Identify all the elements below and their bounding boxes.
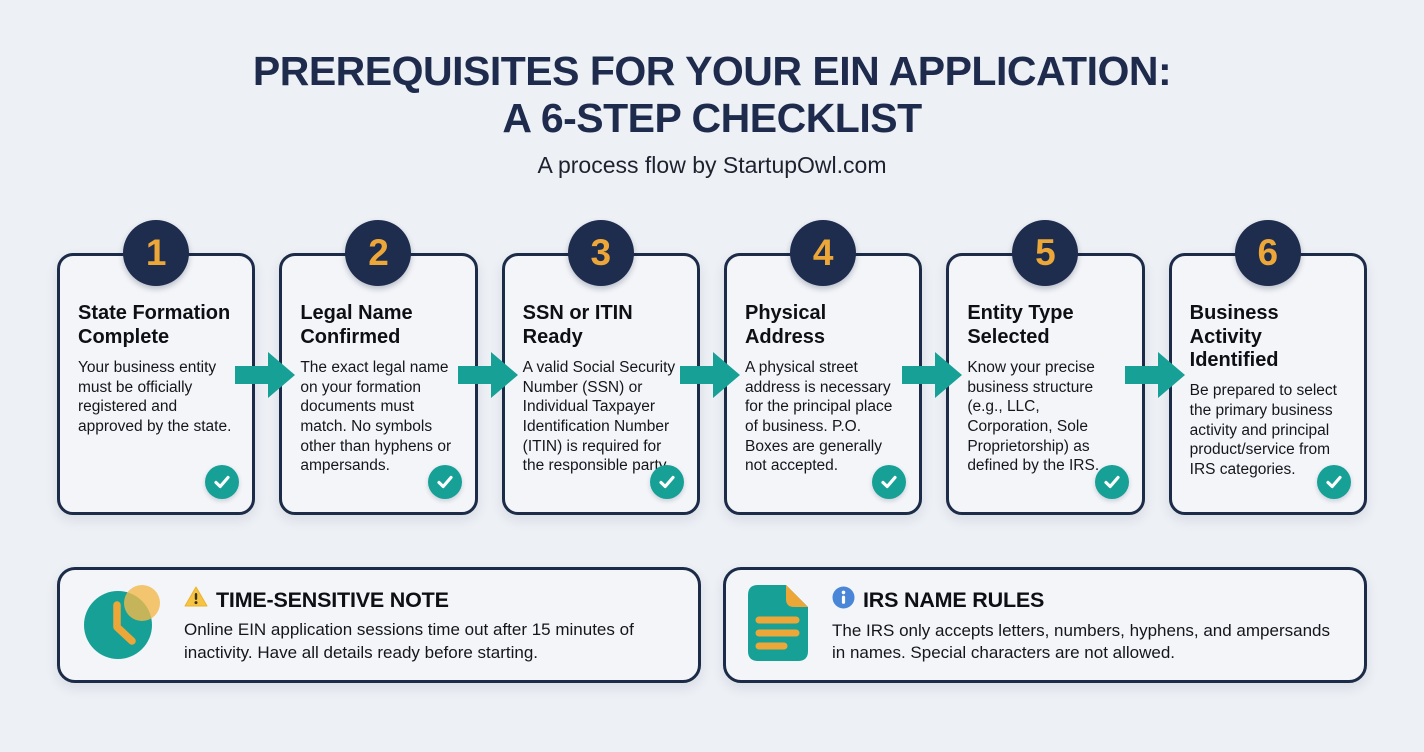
page-subtitle: A process flow by StartupOwl.com — [537, 152, 887, 179]
step-card-3: 3 SSN or ITIN Ready A valid Social Secur… — [501, 220, 740, 516]
step-description: Be prepared to select the primary busine… — [1189, 382, 1337, 479]
arrow-right-icon — [457, 351, 518, 399]
step-number-badge: 4 — [790, 220, 857, 287]
step-card-1: 1 State Formation Complete Your business… — [57, 220, 296, 516]
step-number-badge: 1 — [123, 220, 190, 287]
step-card-5: 5 Entity Type Selected Know your precise… — [946, 220, 1185, 516]
check-icon — [205, 465, 240, 500]
step-description: The exact legal name on your formation d… — [300, 359, 452, 475]
page-title: PREREQUISITES FOR YOUR EIN APPLICATION: … — [0, 48, 1424, 142]
note-text-block: IRS NAME RULES The IRS only accepts lett… — [832, 586, 1340, 665]
check-icon — [872, 465, 907, 500]
note-text-block: TIME-SENSITIVE NOTE Online EIN applicati… — [184, 586, 674, 664]
note-body: Online EIN application sessions time out… — [184, 620, 634, 662]
check-icon — [427, 465, 462, 500]
steps-row: 1 State Formation Complete Your business… — [57, 220, 1367, 516]
step-title: Business Activity Identified — [1189, 302, 1279, 372]
check-icon — [1094, 465, 1129, 500]
step-number-badge: 2 — [345, 220, 412, 287]
check-icon — [1316, 465, 1351, 500]
step-title: Entity Type Selected — [967, 302, 1074, 348]
step-number-badge: 6 — [1234, 220, 1301, 287]
step-number-badge: 5 — [1012, 220, 1079, 287]
note-irs-name-rules: IRS NAME RULES The IRS only accepts lett… — [723, 567, 1367, 684]
clock-icon — [80, 581, 164, 670]
step-description: A valid Social Security Number (SSN) or … — [522, 359, 676, 475]
info-icon — [832, 586, 855, 615]
note-heading: IRS NAME RULES — [832, 586, 1340, 615]
step-card-2: 2 Legal Name Confirmed The exact legal n… — [279, 220, 518, 516]
arrow-right-icon — [235, 351, 296, 399]
note-title: IRS NAME RULES — [863, 587, 1045, 612]
arrow-right-icon — [1124, 351, 1185, 399]
note-heading: TIME-SENSITIVE NOTE — [184, 586, 674, 614]
step-card-6: 6 Business Activity Identified Be prepar… — [1168, 220, 1367, 516]
step-description: Your business entity must be officially … — [78, 359, 232, 436]
step-title: State Formation Complete — [78, 302, 231, 348]
note-title: TIME-SENSITIVE NOTE — [216, 587, 449, 612]
arrow-right-icon — [679, 351, 740, 399]
step-title: SSN or ITIN Ready — [522, 302, 633, 348]
check-icon — [649, 465, 684, 500]
step-description: Know your precise business structure (e.… — [967, 359, 1100, 475]
step-description: A physical street address is necessary f… — [744, 359, 893, 475]
note-body: The IRS only accepts letters, numbers, h… — [832, 620, 1330, 663]
page-title-line2: A 6-STEP CHECKLIST — [502, 95, 922, 142]
warning-icon — [184, 586, 208, 614]
arrow-right-icon — [902, 351, 963, 399]
notes-row: TIME-SENSITIVE NOTE Online EIN applicati… — [57, 567, 1367, 684]
step-title: Physical Address — [744, 302, 827, 348]
note-time-sensitive: TIME-SENSITIVE NOTE Online EIN applicati… — [57, 567, 701, 684]
step-card-4: 4 Physical Address A physical street add… — [723, 220, 963, 516]
step-title: Legal Name Confirmed — [300, 302, 413, 348]
document-icon — [746, 582, 812, 669]
header: PREREQUISITES FOR YOUR EIN APPLICATION: … — [0, 0, 1424, 179]
page-title-line1: PREREQUISITES FOR YOUR EIN APPLICATION: — [252, 48, 1172, 94]
step-number-badge: 3 — [567, 220, 634, 287]
